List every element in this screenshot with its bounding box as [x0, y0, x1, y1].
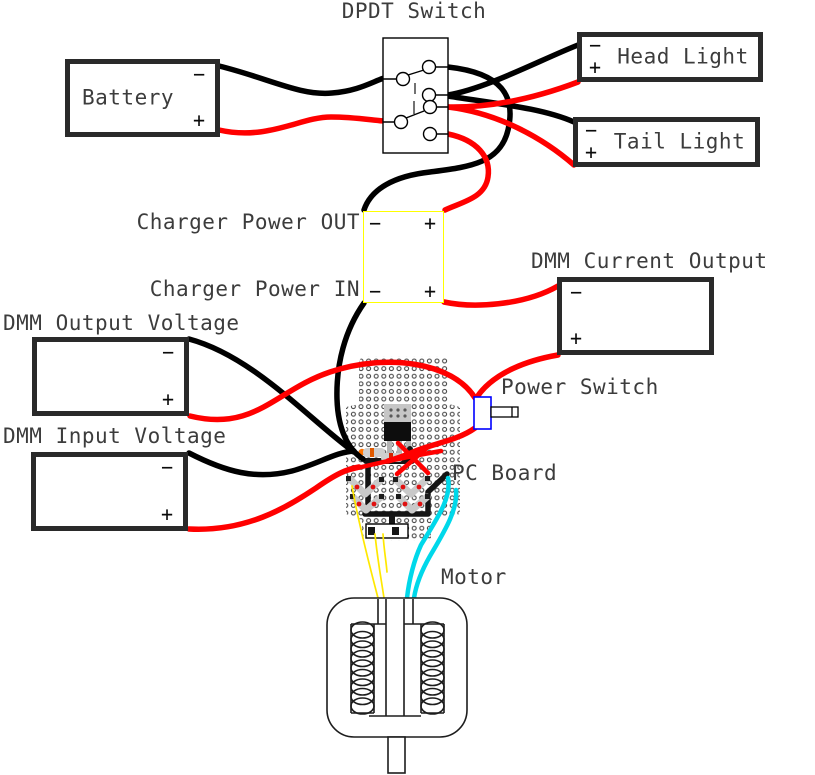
head-light-pos-terminal: + — [589, 55, 602, 79]
tail-light-neg-terminal: − — [585, 118, 598, 142]
dpdt-switch-symbol — [382, 37, 449, 154]
solder-pads — [346, 476, 430, 499]
dmm-output-neg-terminal: − — [161, 340, 174, 364]
charger-power-out-label: Charger Power OUT — [136, 210, 360, 234]
toggle-switch — [473, 396, 519, 430]
transistor — [384, 404, 411, 456]
charger-connector-box: − + − + — [363, 211, 444, 303]
dmm-input-voltage-box: − + — [31, 452, 188, 531]
wire-dmm-current-pos-to-power-switch — [474, 352, 561, 400]
head-light-label: Head Light — [617, 44, 749, 69]
power-switch-label: Power Switch — [501, 375, 659, 399]
motor-shaft — [387, 736, 406, 774]
head-light-neg-terminal: − — [589, 33, 602, 57]
resistor-bands — [354, 484, 423, 507]
pc-board-label: PC Board — [452, 461, 558, 485]
wire-dmm-output-pos-to-power-switch — [187, 359, 478, 423]
wire-switch-to-taillight-pos — [445, 104, 577, 168]
wire-switch-to-charger-out-pos — [442, 131, 492, 213]
wire-yellow-motor-1 — [351, 485, 379, 599]
dmm-output-pos-terminal: + — [161, 387, 174, 411]
wire-switch-to-headlight-neg — [445, 42, 581, 98]
dmm-input-voltage-label: DMM Input Voltage — [3, 424, 227, 448]
dmm-current-pos-terminal: + — [570, 326, 583, 350]
charger-power-in-label: Charger Power IN — [149, 277, 360, 301]
tail-light-pos-terminal: + — [585, 140, 598, 164]
motor-label: Motor — [441, 565, 507, 589]
dpdt-switch-label: DPDT Switch — [341, 0, 487, 23]
wire-cyan-motor-1 — [404, 475, 451, 601]
wire-yellow-motor-2 — [374, 533, 385, 599]
charger-out-pos-terminal: + — [423, 211, 436, 235]
wire-dmm-output-neg-to-board — [186, 336, 353, 452]
board-red-jumper — [394, 443, 432, 477]
dmm-current-neg-terminal: − — [570, 280, 583, 304]
dmm-input-pos-terminal: + — [160, 502, 173, 526]
charger-in-pos-terminal: + — [423, 279, 436, 303]
dmm-current-output-label: DMM Current Output — [531, 249, 768, 273]
motor-coil-right — [420, 621, 445, 715]
battery-label: Battery — [82, 85, 175, 110]
dmm-output-voltage-box: − + — [32, 337, 189, 416]
head-light-box: Head Light − + — [577, 32, 763, 82]
wire-switch-to-headlight-pos — [445, 79, 581, 110]
dmm-input-neg-terminal: − — [160, 455, 173, 479]
tail-light-box: Tail Light − + — [573, 117, 760, 167]
dmm-output-voltage-label: DMM Output Voltage — [3, 311, 240, 335]
motor-symbol — [326, 597, 468, 774]
battery-box: Battery − + — [65, 59, 220, 137]
board-red-jumper — [343, 448, 444, 474]
battery-pos-terminal: + — [192, 108, 205, 132]
motor-coil-left — [350, 621, 375, 715]
wire-charger-in-pos-to-dmm-current — [441, 283, 561, 308]
board-connector — [365, 515, 409, 539]
charger-out-neg-terminal: − — [369, 211, 382, 235]
dmm-current-output-box: − + — [557, 277, 714, 355]
charger-in-neg-terminal: − — [369, 279, 382, 303]
wire-yellow-stub — [382, 533, 388, 573]
wire-cyan-motor-2 — [411, 487, 459, 601]
tail-light-label: Tail Light — [613, 129, 746, 154]
battery-neg-terminal: − — [192, 62, 205, 86]
wire-dmm-input-neg-to-board — [186, 448, 357, 478]
wire-switch-to-taillight-neg — [445, 93, 577, 125]
wire-battery-pos-to-switch — [216, 114, 387, 136]
wire-battery-neg-to-switch — [216, 63, 387, 97]
